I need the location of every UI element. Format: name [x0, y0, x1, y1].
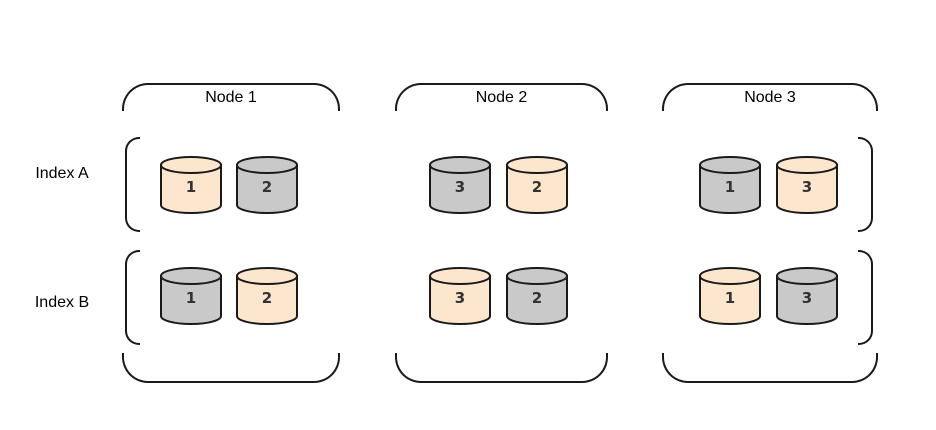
shard-number: 2: [262, 178, 272, 196]
shard-cylinder: 3: [429, 156, 491, 214]
node-2-frame-bottom: [395, 353, 608, 383]
shard-number: 3: [802, 178, 812, 196]
shard-number: 2: [262, 289, 272, 307]
index-a-bracket-right: [858, 137, 873, 232]
shard-number: 1: [725, 178, 735, 196]
shard-number: 2: [532, 178, 542, 196]
node-2-label: Node 2: [475, 89, 528, 106]
shard-number: 1: [186, 289, 196, 307]
index-b-bracket-left: [125, 250, 140, 345]
shard-cylinder: 3: [776, 267, 838, 325]
node-2-frame-top: Node 2: [395, 83, 608, 111]
shard-cylinder: 1: [160, 267, 222, 325]
shard-cylinder: 1: [699, 156, 761, 214]
row-label-index-a: Index A: [35, 165, 89, 182]
shard-number: 3: [455, 289, 465, 307]
node-3-label: Node 3: [744, 89, 796, 106]
shard-number: 1: [725, 289, 735, 307]
shard-number: 1: [186, 178, 196, 196]
shard-cylinder: 3: [429, 267, 491, 325]
node-1-frame-bottom: [122, 353, 340, 383]
node-1-label: Node 1: [205, 89, 257, 106]
row-label-index-b: Index B: [34, 294, 90, 311]
shard-cylinder: 2: [236, 156, 298, 214]
shard-cylinder: 2: [236, 267, 298, 325]
shard-cylinder: 2: [506, 267, 568, 325]
shard-number: 3: [802, 289, 812, 307]
node-3-frame-top: Node 3: [662, 83, 878, 111]
index-a-bracket-left: [125, 137, 140, 232]
shard-number: 3: [455, 178, 465, 196]
shard-cylinder: 1: [160, 156, 222, 214]
node-1-frame-top: Node 1: [122, 83, 340, 111]
shard-number: 2: [532, 289, 542, 307]
node-3-frame-bottom: [662, 353, 878, 383]
shard-cylinder: 1: [699, 267, 761, 325]
shard-cylinder: 2: [506, 156, 568, 214]
shard-cylinder: 3: [776, 156, 838, 214]
index-b-bracket-right: [858, 250, 873, 345]
